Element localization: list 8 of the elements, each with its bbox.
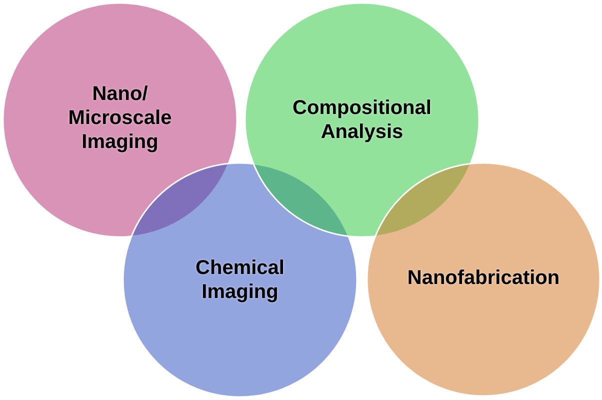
topic-label: Chemical Imaging [194, 256, 286, 304]
topic-label: Compositional Analysis [292, 96, 432, 144]
topic-label: Nanofabrication [407, 266, 560, 290]
venn-circle [2, 2, 238, 238]
venn-circle [244, 2, 480, 238]
venn-circle [366, 162, 601, 397]
topic-label: Nano/ Microscale Imaging [67, 82, 173, 154]
venn-circle [122, 162, 358, 398]
